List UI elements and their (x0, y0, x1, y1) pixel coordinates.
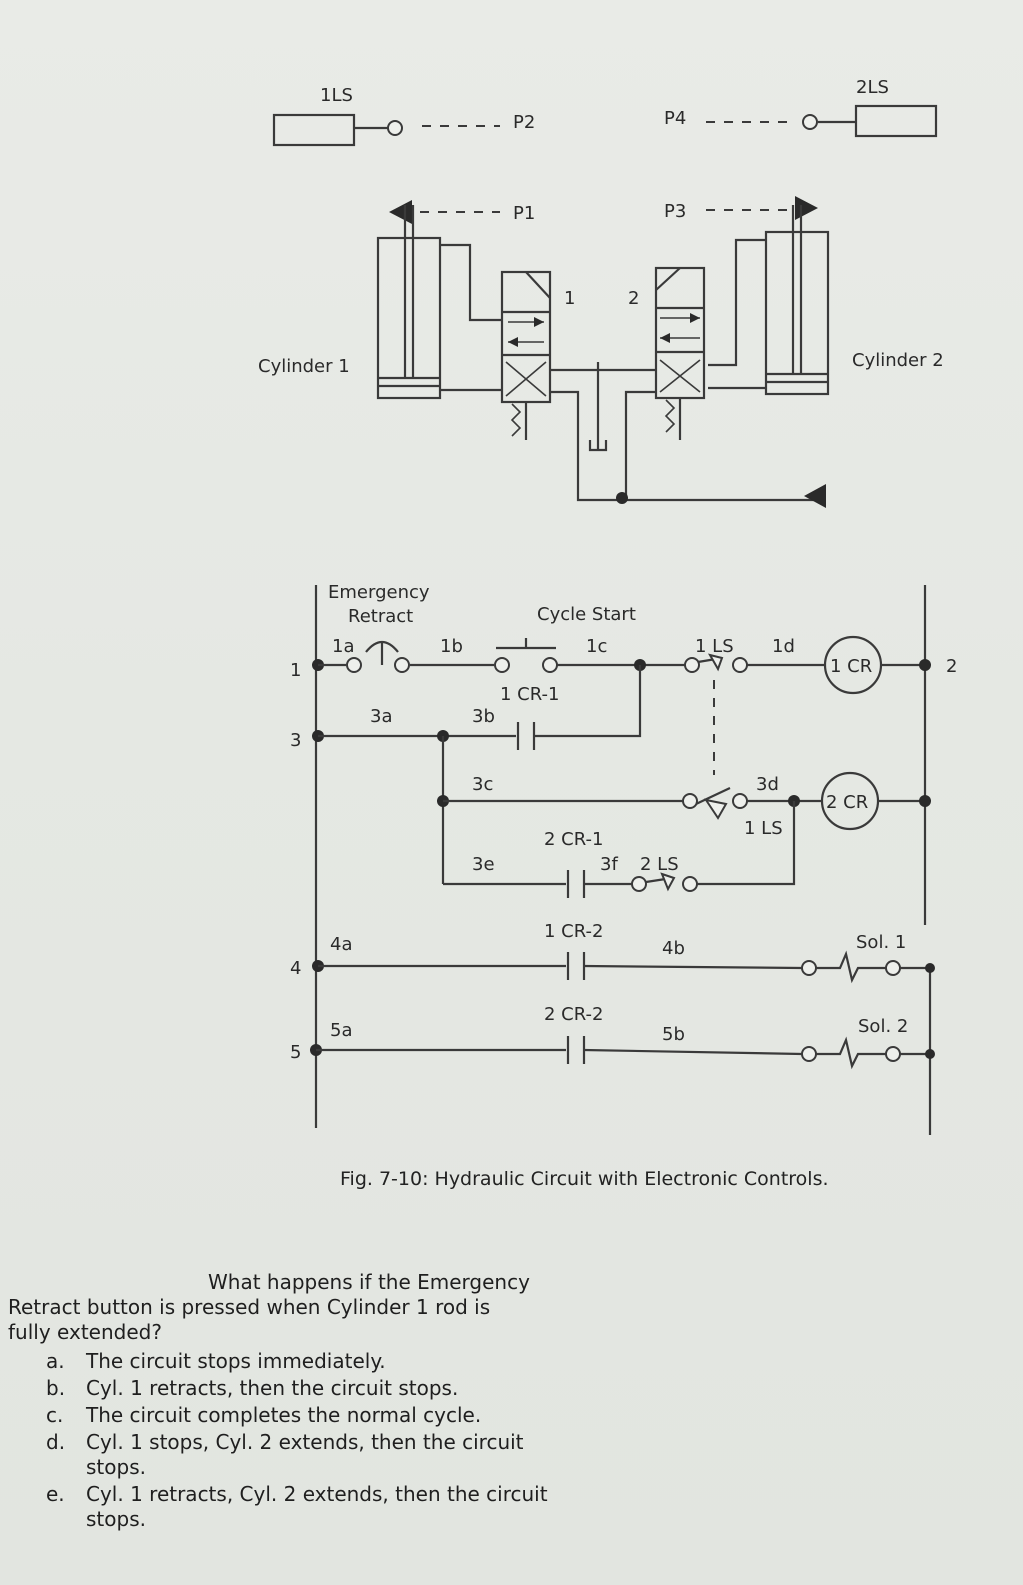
label-2ls: 2 LS (640, 854, 679, 875)
option-letter: e. (46, 1482, 65, 1506)
label-cylinder-1: Cylinder 1 (258, 356, 350, 377)
label-3d: 3d (756, 774, 779, 795)
label-p4: P4 (664, 108, 686, 129)
label-valve-1: 1 (564, 288, 575, 309)
pump-arrow (804, 484, 826, 508)
option-letter: d. (46, 1430, 66, 1454)
option-text: Cyl. 1 stops, Cyl. 2 extends, then the c… (86, 1430, 524, 1479)
option-d[interactable]: d. Cyl. 1 stops, Cyl. 2 extends, then th… (46, 1430, 588, 1480)
hydraulic-ladder-diagram: 1LS P2 2LS P4 P1 P3 Cylinder 1 (258, 77, 957, 1135)
question-line-3: fully extended? (8, 1320, 162, 1344)
label-3c: 3c (472, 774, 493, 795)
rung-3: 3 3a 3b 1 CR-1 3c 3d 1 LS 2 CR (290, 665, 931, 898)
label-1b: 1b (440, 636, 463, 657)
option-b[interactable]: b. Cyl. 1 retracts, then the circuit sto… (46, 1376, 588, 1401)
label-1a: 1a (332, 636, 354, 657)
label-2cr-1: 2 CR-1 (544, 829, 603, 850)
label-3b: 3b (472, 706, 495, 727)
label-5b: 5b (662, 1024, 685, 1045)
label-1cr: 1 CR (830, 656, 872, 677)
label-sol2: Sol. 2 (858, 1016, 908, 1037)
label-retract: Retract (348, 606, 413, 627)
label-3a: 3a (370, 706, 392, 727)
label-4b: 4b (662, 938, 685, 959)
valve-1: 1 (500, 270, 575, 440)
option-text: The circuit stops immediately. (86, 1349, 386, 1373)
label-cycle-start: Cycle Start (537, 604, 636, 625)
label-sol1: Sol. 1 (856, 932, 906, 953)
option-letter: c. (46, 1403, 64, 1427)
option-text: Cyl. 1 retracts, Cyl. 2 extends, then th… (86, 1482, 548, 1531)
answer-options: a. The circuit stops immediately. b. Cyl… (8, 1349, 588, 1532)
option-letter: a. (46, 1349, 65, 1373)
cam-arrow-left (389, 200, 412, 224)
rung-5: 5 5a 2 CR-2 5b Sol. 2 (290, 1004, 935, 1070)
rung-4: 4 4a 1 CR-2 4b Sol. 1 (290, 921, 935, 984)
option-a[interactable]: a. The circuit stops immediately. (46, 1349, 588, 1374)
label-valve-2: 2 (628, 288, 639, 309)
hydraulic-circuit: 1LS P2 2LS P4 P1 P3 Cylinder 1 (258, 77, 944, 508)
label-1c: 1c (586, 636, 607, 657)
label-2cr: 2 CR (826, 792, 868, 813)
question-line-2: Retract button is pressed when Cylinder … (8, 1295, 491, 1319)
rung-number-4: 4 (290, 958, 301, 979)
label-2cr-2: 2 CR-2 (544, 1004, 603, 1025)
rung-1: 1 1a 1b 1c 1 LS 1d 1 CR (290, 635, 957, 775)
label-1ls-bottom: 1 LS (744, 818, 783, 839)
cam-arrow-right (795, 196, 818, 220)
cylinder-1: Cylinder 1 (258, 205, 442, 400)
label-p1: P1 (513, 203, 535, 224)
option-e[interactable]: e. Cyl. 1 retracts, Cyl. 2 extends, then… (46, 1482, 588, 1532)
label-p3: P3 (664, 201, 686, 222)
rung-number-1: 1 (290, 660, 301, 681)
label-cylinder-2: Cylinder 2 (852, 350, 944, 371)
rung-number-3: 3 (290, 730, 301, 751)
rung-number-5: 5 (290, 1042, 301, 1063)
label-4a: 4a (330, 934, 352, 955)
label-1cr-2: 1 CR-2 (544, 921, 603, 942)
label-3e: 3e (472, 854, 495, 875)
figure-caption: Fig. 7-10: Hydraulic Circuit with Electr… (340, 1168, 829, 1190)
option-letter: b. (46, 1376, 66, 1400)
valve-2: 2 (628, 266, 706, 440)
label-p2: P2 (513, 112, 535, 133)
label-emergency: Emergency (328, 582, 430, 603)
label-1d: 1d (772, 636, 795, 657)
cylinder-2: Cylinder 2 (764, 205, 944, 396)
label-2ls: 2LS (856, 77, 889, 98)
label-1ls: 1LS (320, 85, 353, 106)
label-3f: 3f (600, 854, 618, 875)
limit-switch-2ls: 2LS P4 (664, 77, 938, 138)
option-c[interactable]: c. The circuit completes the normal cycl… (46, 1403, 588, 1428)
question-block: What happens if the Emergency Retract bu… (8, 1270, 588, 1534)
label-1ls-top: 1 LS (695, 636, 734, 657)
question-line-1: What happens if the Emergency (208, 1270, 530, 1294)
right-rail-label: 2 (946, 656, 957, 677)
option-text: The circuit completes the normal cycle. (86, 1403, 482, 1427)
label-5a: 5a (330, 1020, 352, 1041)
ladder-diagram: Emergency Retract Cycle Start 1 1a 1b 1c… (290, 582, 957, 1135)
label-1cr-1: 1 CR-1 (500, 684, 559, 705)
limit-switch-1ls: 1LS P2 (272, 85, 535, 147)
option-text: Cyl. 1 retracts, then the circuit stops. (86, 1376, 459, 1400)
